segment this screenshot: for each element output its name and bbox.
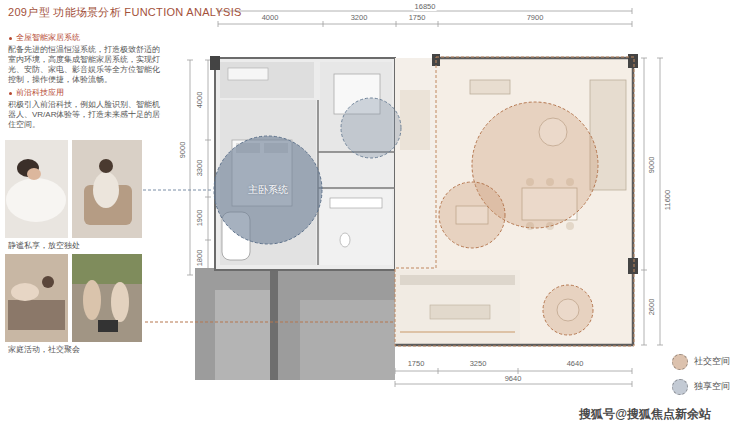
bathroom	[320, 190, 392, 265]
dimension-label: 16850	[414, 3, 437, 11]
vanity	[330, 198, 382, 208]
legend-swatch	[672, 379, 688, 395]
legend: 社交空间独享空间	[672, 349, 730, 399]
dimension-line	[641, 58, 647, 345]
core-corridor	[300, 300, 395, 380]
page-title: 209户型 功能场景分析 FUNCTION ANALYSIS	[8, 5, 242, 20]
dimension-label: 1900	[196, 209, 204, 228]
social-circle	[439, 182, 505, 248]
photo-detail	[111, 282, 129, 322]
dimension-label: 1800	[196, 249, 204, 268]
legend-text: 社交空间	[694, 355, 730, 368]
private-circle	[214, 136, 322, 244]
counter	[400, 275, 515, 285]
photo-detail	[99, 159, 113, 173]
watermark: 搜狐号@搜狐焦点新余站	[577, 406, 713, 423]
connector	[143, 190, 213, 191]
photo-detail	[93, 172, 119, 208]
chair	[566, 222, 574, 230]
photo	[5, 254, 68, 342]
photo-frame	[5, 140, 143, 238]
photo-detail	[8, 300, 65, 330]
legend-text: 独享空间	[694, 380, 730, 393]
photo	[5, 140, 68, 238]
wall	[395, 58, 633, 345]
leader-line	[145, 322, 395, 323]
zone-label: 主卧系统	[248, 183, 288, 197]
dimension-label: 1750	[407, 360, 426, 368]
section-heading: 前沿科技应用	[8, 88, 163, 98]
dimension-label: 4000	[261, 14, 280, 22]
photo-detail	[11, 283, 39, 301]
dimension-label: 9000	[179, 141, 187, 160]
social-circle	[543, 285, 593, 335]
photo	[72, 140, 142, 238]
dimension-label: 11600	[664, 189, 672, 211]
bedroom-wing	[215, 58, 395, 270]
text-column: 全屋智能家居系统配备先进的恒温恒湿系统，打造极致舒适的室内环境，高度集成智能家居…	[8, 30, 163, 133]
photo	[72, 254, 142, 342]
corridor	[395, 58, 436, 270]
dimension-label: 3300	[196, 159, 204, 178]
photo-detail	[42, 276, 54, 288]
dimension-line	[205, 60, 211, 275]
photo-detail	[83, 280, 101, 320]
column	[210, 56, 220, 70]
photo-detail	[98, 320, 118, 332]
dimension-line	[395, 368, 632, 374]
dimension-label: 4000	[196, 91, 204, 110]
counter-line	[400, 331, 515, 332]
photo-frame	[5, 254, 143, 342]
dimension-label: 3250	[469, 360, 488, 368]
zone-outline	[395, 57, 634, 346]
photo-detail	[6, 178, 66, 222]
zone-circle: 主卧系统	[213, 135, 323, 245]
dimension-label: 1750	[408, 14, 427, 22]
column	[628, 258, 638, 274]
body-text: 配备先进的恒温恒湿系统，打造极致舒适的室内环境，高度集成智能家居系统，实现灯光、…	[8, 45, 163, 85]
dimension-label: 7900	[526, 14, 545, 22]
section-heading: 全屋智能家居系统	[8, 33, 163, 43]
dimension-label: 2600	[648, 298, 656, 317]
tv-cabinet	[470, 80, 510, 94]
photo-group: 静谧私享，放空独处	[5, 140, 143, 253]
dimension-line	[657, 58, 663, 345]
dimension-line	[187, 60, 193, 275]
dimension-label: 9640	[504, 375, 523, 383]
island	[430, 305, 490, 319]
room	[220, 62, 314, 98]
photo-group: 家庭活动，社交聚会	[5, 254, 143, 357]
legend-row: 社交空间	[672, 349, 730, 374]
dimension-label: 4640	[566, 360, 585, 368]
core-area	[195, 268, 395, 380]
photo-detail	[27, 168, 41, 180]
photo-caption: 静谧私享，放空独处	[5, 238, 143, 253]
dimension-label: 3200	[350, 14, 369, 22]
kitchen	[395, 270, 520, 345]
desk	[228, 68, 268, 80]
cabinet	[400, 90, 430, 150]
legend-swatch	[672, 354, 688, 370]
private-circle	[341, 98, 401, 158]
column	[628, 54, 638, 68]
circle-label-wrap: 主卧系统	[213, 135, 323, 245]
core-corridor	[215, 290, 270, 380]
legend-row: 独享空间	[672, 374, 730, 399]
toilet	[340, 233, 350, 247]
wall	[270, 270, 278, 380]
body-text: 积极引入前沿科技，例如人脸识别、智能机器人、VR/AR体验等，打造未来感十足的居…	[8, 100, 163, 130]
photo-caption: 家庭活动，社交聚会	[5, 342, 143, 357]
photo-detail	[72, 254, 142, 284]
dimension-label: 9000	[648, 156, 656, 175]
